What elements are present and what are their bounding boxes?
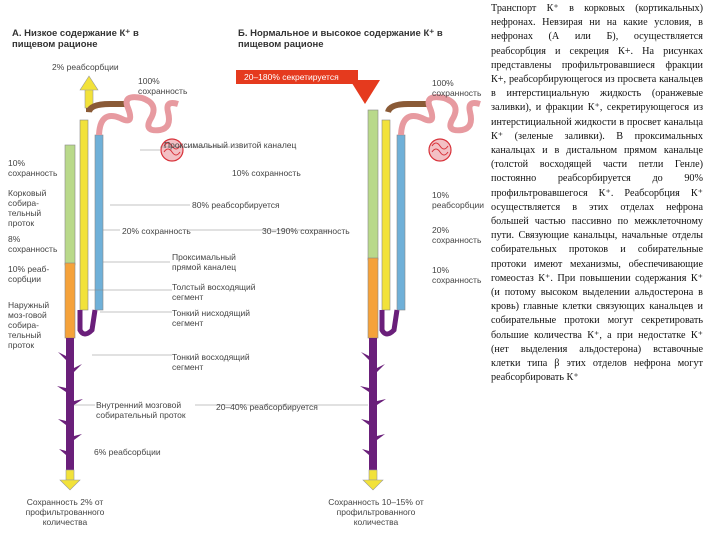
orange-segment-a bbox=[64, 262, 76, 339]
panel-b-title-text: Нормальное и высокое содержание К⁺ в пищ… bbox=[238, 28, 443, 50]
panel-a-title: А. Низкое содержание К⁺ в пищевом рацион… bbox=[12, 28, 172, 50]
proximal-convoluted-label: Проксимальный извитой каналец bbox=[164, 140, 297, 150]
description-paragraph: Транспорт К⁺ в корковых (кортикальных) н… bbox=[491, 3, 703, 384]
secretion-label-b: 20–180% секретируется bbox=[244, 72, 339, 82]
glomerulus-a bbox=[160, 138, 184, 162]
inner-medulla-duct-a bbox=[66, 338, 74, 470]
retention-20-label-b: 20% сохранность bbox=[432, 225, 482, 245]
retention-100-label-b: 100% сохранность bbox=[432, 78, 482, 98]
exit-arrow-bottom-a bbox=[59, 479, 81, 491]
description-text-panel: Транспорт К⁺ в корковых (кортикальных) н… bbox=[491, 2, 703, 385]
reabsorbed-80-label: 80% реабсорбируется bbox=[192, 200, 280, 210]
bottom-result-a: Сохранность 2% от профильтрованного коли… bbox=[25, 497, 105, 527]
thick-ascending-label: Толстый восходящий сегмент bbox=[172, 282, 256, 302]
bottom-result-b: Сохранность 10–15% от профильтрованного … bbox=[328, 497, 424, 527]
retention-10-label-a: 10% сохранность bbox=[8, 158, 58, 178]
top-flow-label: 2% реабсорбции bbox=[52, 62, 119, 72]
outer-medulla-duct-label: Наружный моз-говой собира-тельный проток bbox=[8, 300, 50, 350]
nephron-a bbox=[57, 75, 184, 491]
retention-10-mid: 10% сохранность bbox=[232, 168, 301, 178]
reabsorption-10-label-a: 10% реаб-сорбции bbox=[8, 264, 50, 284]
glomerulus-b bbox=[428, 138, 452, 162]
retention-100-label-a: 100% сохранность bbox=[138, 76, 188, 96]
retention-8-label: 8% сохранность bbox=[8, 234, 58, 254]
panel-a-title-text: Низкое содержание К⁺ в пищевом рационе bbox=[12, 28, 139, 50]
reabsorbed-6-label: 6% реабсорбции bbox=[94, 447, 161, 457]
panel-a-letter: А. bbox=[12, 28, 22, 39]
exit-arrow-a bbox=[79, 75, 99, 91]
leader-lines bbox=[74, 146, 368, 406]
reabsorbed-20-40-label: 20–40% реабсорбируется bbox=[216, 402, 318, 412]
retention-10-label-b: 10% сохранность bbox=[432, 265, 482, 285]
cortical-duct-label: Корковый собира-тельный проток bbox=[8, 188, 47, 228]
retention-30-190-label: 30–190% сохранность bbox=[262, 226, 350, 236]
panel-b-title: Б. Нормальное и высокое содержание К⁺ в … bbox=[238, 28, 458, 50]
cortical-collecting-duct-a bbox=[64, 144, 76, 266]
nephron-b bbox=[236, 70, 481, 491]
retention-20-mid: 20% сохранность bbox=[122, 226, 191, 236]
reabsorption-10-label-b: 10% реабсорбции bbox=[432, 190, 484, 210]
thin-descending-label: Тонкий нисходящий сегмент bbox=[172, 308, 250, 328]
thin-ascending-label: Тонкий восходящий сегмент bbox=[172, 352, 250, 372]
panel-b-letter: Б. bbox=[238, 28, 248, 39]
secretion-arrow-b bbox=[236, 70, 358, 84]
proximal-straight-label: Проксимальный прямой каналец bbox=[172, 252, 237, 272]
inner-medulla-duct-label: Внутренний мозговой собирательный проток bbox=[96, 400, 186, 420]
